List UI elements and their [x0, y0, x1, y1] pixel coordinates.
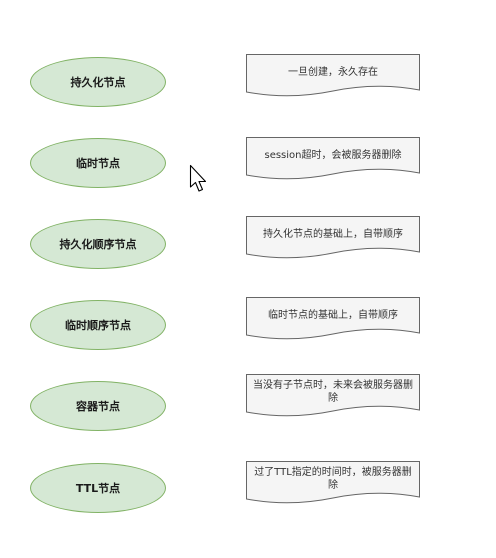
node-label: 临时顺序节点	[65, 319, 131, 332]
desc-persistent-sequential[interactable]: 持久化节点的基础上，自带顺序	[246, 216, 420, 260]
desc-text: 临时节点的基础上，自带顺序	[268, 309, 398, 321]
node-persistent[interactable]: 持久化节点	[30, 57, 166, 107]
desc-text: 当没有子节点时，未来会被服务器删除	[253, 380, 413, 404]
desc-text: 持久化节点的基础上，自带顺序	[263, 228, 403, 240]
node-label: 持久化节点	[70, 76, 126, 89]
document-shape	[246, 137, 420, 180]
node-ephemeral-sequential[interactable]: 临时顺序节点	[30, 300, 166, 350]
desc-ttl[interactable]: 过了TTL指定的时间时，被服务器删除	[246, 461, 420, 505]
mouse-pointer-icon	[189, 164, 207, 192]
desc-ephemeral[interactable]: session超时，会被服务器删除	[246, 137, 420, 181]
document-shape	[246, 374, 420, 417]
document-shape	[246, 54, 420, 97]
desc-ephemeral-sequential[interactable]: 临时节点的基础上，自带顺序	[246, 297, 420, 341]
node-label: 持久化顺序节点	[59, 238, 137, 251]
document-shape	[246, 461, 420, 504]
node-label: TTL节点	[75, 482, 121, 495]
node-label: 容器节点	[76, 400, 120, 413]
node-container[interactable]: 容器节点	[30, 381, 166, 431]
desc-persistent[interactable]: 一旦创建，永久存在	[246, 54, 420, 98]
desc-text: 过了TTL指定的时间时，被服务器删除	[254, 467, 412, 491]
desc-container[interactable]: 当没有子节点时，未来会被服务器删除	[246, 374, 420, 418]
desc-text: session超时，会被服务器删除	[264, 149, 402, 161]
document-shape	[246, 297, 420, 340]
node-ephemeral[interactable]: 临时节点	[30, 138, 166, 188]
document-shape	[246, 216, 420, 259]
node-ttl[interactable]: TTL节点	[30, 463, 166, 513]
node-persistent-sequential[interactable]: 持久化顺序节点	[30, 219, 166, 269]
node-label: 临时节点	[76, 157, 120, 170]
desc-text: 一旦创建，永久存在	[288, 66, 378, 78]
